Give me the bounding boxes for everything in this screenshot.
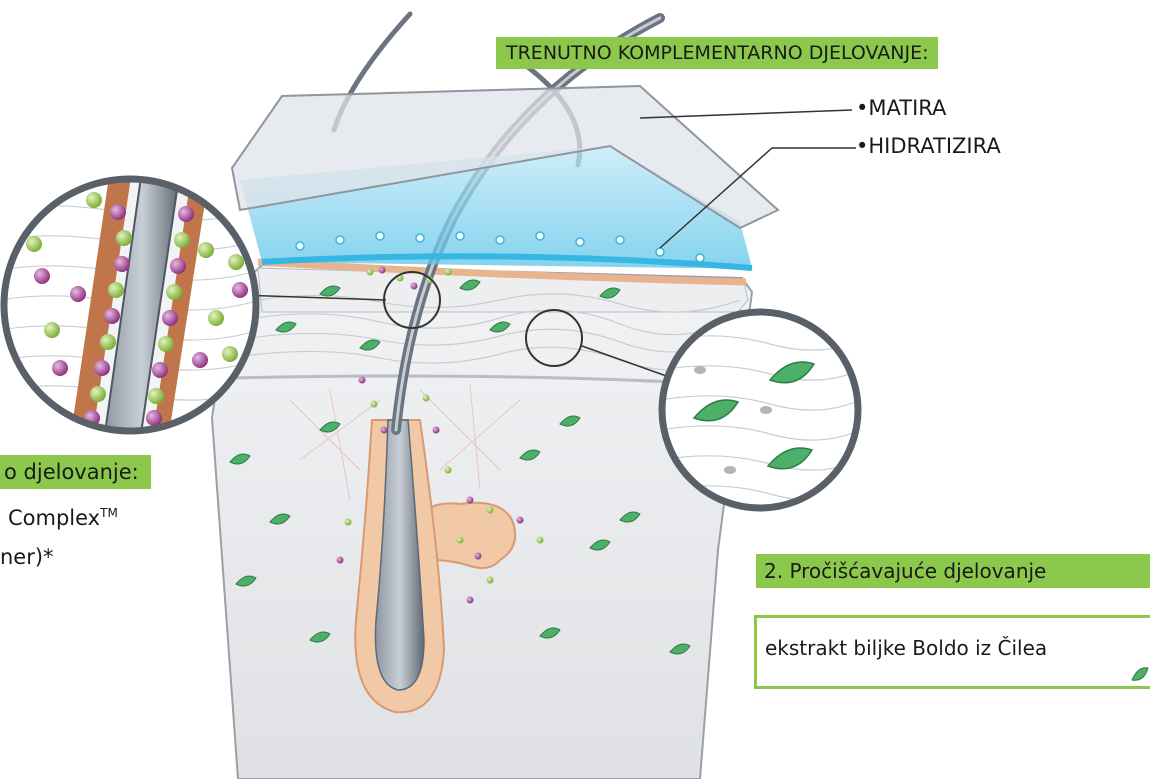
trademark-mark: TM	[100, 506, 118, 520]
boldo-extract-text: ekstrakt biljke Boldo iz Čilea	[765, 636, 1047, 660]
left-ingredient-line2: ner)*	[0, 545, 54, 569]
boldo-extract-box: ekstrakt biljke Boldo iz Čilea	[754, 615, 1150, 689]
left-action-heading: o djelovanje:	[0, 455, 151, 489]
bullet-dot: •	[856, 96, 868, 120]
magnified-leaves	[660, 312, 860, 508]
callout-hidratizira-text: HIDRATIZIRA	[868, 134, 1000, 158]
callout-matira-text: MATIRA	[868, 96, 946, 120]
leaf-icon	[1130, 664, 1150, 684]
bullet-dot: •	[856, 134, 868, 158]
left-ingredient-name: Complex	[8, 506, 100, 530]
callout-matira: •MATIRA	[856, 96, 946, 120]
left-ingredient-line1: ComplexTM	[8, 506, 118, 530]
cleansing-action-heading: 2. Pročišćavajuće djelovanje	[756, 554, 1150, 588]
callout-hidratizira: •HIDRATIZIRA	[856, 134, 1001, 158]
complementary-action-heading: TRENUTNO KOMPLEMENTARNO DJELOVANJE:	[496, 37, 938, 69]
